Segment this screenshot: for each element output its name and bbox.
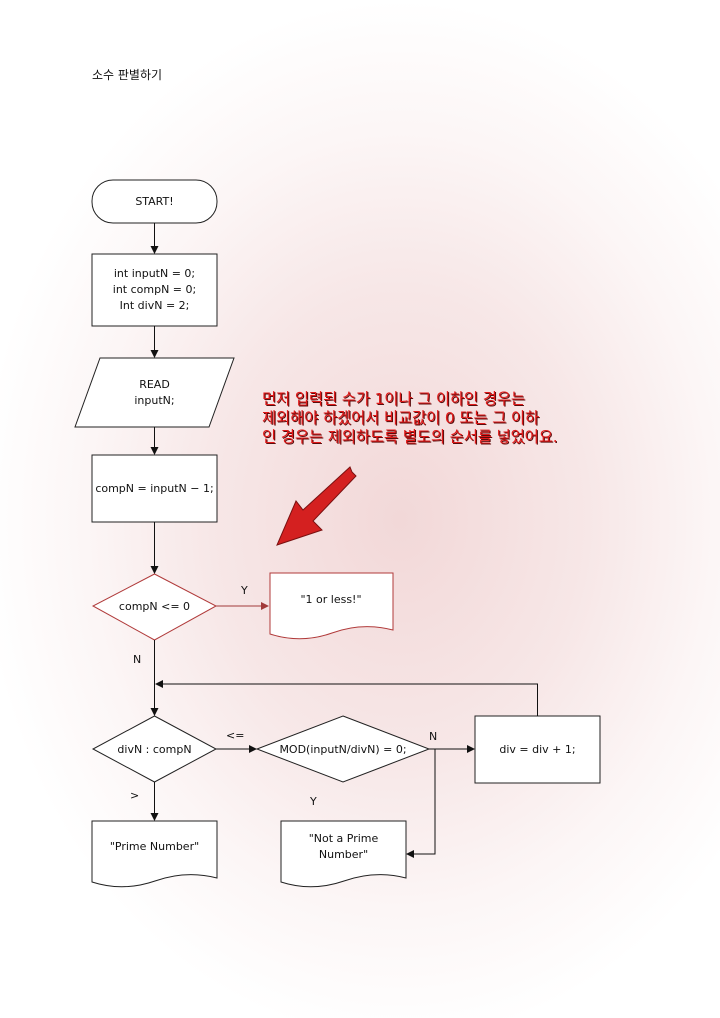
output-not-prime-line-1: "Not a Prime [309, 832, 379, 845]
annotation-note: 먼저 입력된 수가 1이나 그 이하인 경우는 제외해야 하겠어서 비교값이 0… [262, 390, 702, 447]
label-cond1-yes: Y [240, 584, 248, 597]
annotation-line-3: 인 경우는 제외하도록 별도의 순서를 넣었어요. [262, 428, 558, 446]
document-title: 소수 판별하기 [92, 68, 163, 82]
output-not-prime-node: "Not a Prime Number" [280, 820, 407, 888]
read-input-node: READ inputN; [74, 357, 235, 428]
init-line-1: int inputN = 0; [114, 267, 195, 280]
label-cond2-gt: > [130, 789, 139, 802]
output-1-or-less-label: "1 or less!" [300, 593, 361, 606]
output-not-prime-line-2: Number" [319, 848, 368, 861]
start-node: START! [91, 179, 218, 224]
read-line-2: inputN; [134, 394, 174, 407]
decision-divn-label: divN : compN [117, 743, 191, 756]
calc-process-node: compN = inputN − 1; [91, 454, 218, 523]
output-prime-label: "Prime Number" [110, 840, 199, 853]
decision-compn-node: compN <= 0 [91, 573, 218, 641]
start-label: START! [135, 195, 173, 208]
init-process-node: int inputN = 0; int compN = 0; Int divN … [91, 253, 218, 327]
annotation-line-1: 먼저 입력된 수가 1이나 그 이하인 경우는 [262, 390, 525, 408]
edge-loop-back [155, 680, 538, 716]
edge-mod-yes [406, 749, 436, 858]
label-cond3-yes: Y [309, 795, 317, 808]
annotation-arrow-icon [276, 466, 357, 546]
label-cond3-no: N [429, 730, 437, 743]
decision-mod-label: MOD(inputN/divN) = 0; [279, 743, 406, 756]
read-line-1: READ [139, 378, 170, 391]
increment-process-node: div = div + 1; [474, 715, 601, 784]
increment-label: div = div + 1; [499, 743, 575, 756]
init-line-2: int compN = 0; [113, 283, 196, 296]
decision-divn-node: divN : compN [91, 715, 218, 783]
annotation-line-2: 제외해야 하겠어서 비교값이 0 또는 그 이하 [262, 409, 540, 427]
label-cond1-no: N [133, 653, 141, 666]
init-line-3: Int divN = 2; [120, 299, 190, 312]
decision-mod-node: MOD(inputN/divN) = 0; [255, 715, 431, 783]
label-cond2-le: <= [226, 729, 244, 742]
output-1-or-less-node: "1 or less!" [269, 572, 394, 640]
output-prime-node: "Prime Number" [91, 820, 218, 888]
calc-label: compN = inputN − 1; [95, 482, 213, 495]
flow-edges [150, 223, 538, 858]
decision-compn-label: compN <= 0 [119, 600, 190, 613]
